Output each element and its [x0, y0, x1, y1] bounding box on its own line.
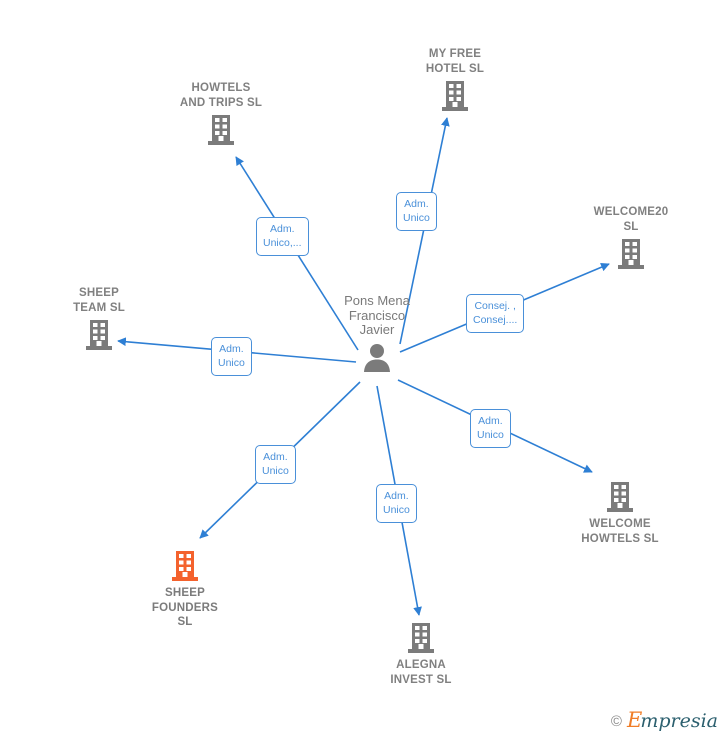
node-pons-mena-francisco-javier[interactable]: Pons Mena Francisco Javier	[302, 293, 452, 372]
edge-label-my-free-hotel[interactable]: Adm. Unico	[396, 192, 437, 231]
node-howtels-and-trips-sl[interactable]: HOWTELS AND TRIPS SL	[146, 81, 296, 146]
edge-label-alegna-invest[interactable]: Adm. Unico	[376, 484, 417, 523]
node-sheep-founders-sl[interactable]: SHEEP FOUNDERS SL	[110, 550, 260, 630]
node-sheep-team-sl[interactable]: SHEEP TEAM SL	[24, 286, 174, 351]
edge-line-my-free-hotel	[399, 117, 450, 345]
building-icon	[607, 482, 633, 512]
node-label-my-free-hotel-sl: MY FREE HOTEL SL	[425, 48, 485, 75]
node-label-pons-mena-francisco-javier: Pons Mena Francisco Javier	[344, 293, 410, 337]
edge-label-sheep-team[interactable]: Adm. Unico	[211, 337, 252, 376]
brand-rest: mpresia	[640, 710, 718, 732]
edge-label-sheep-founders[interactable]: Adm. Unico	[255, 445, 296, 484]
building-icon	[442, 81, 468, 111]
person-icon	[364, 343, 390, 372]
empresia-watermark: © Empresia	[611, 710, 718, 732]
node-label-sheep-team-sl: SHEEP TEAM SL	[73, 287, 125, 314]
building-icon	[172, 551, 198, 581]
building-icon	[618, 239, 644, 269]
edge-label-howtels-and-trips[interactable]: Adm. Unico,...	[256, 217, 309, 256]
node-label-welcome20-sl: WELCOME20 SL	[593, 206, 669, 233]
node-my-free-hotel-sl[interactable]: MY FREE HOTEL SL	[380, 47, 530, 112]
brand-initial: E	[626, 708, 643, 732]
brand-wordmark: Empresia	[627, 710, 718, 732]
node-label-sheep-founders-sl: SHEEP FOUNDERS SL	[151, 587, 219, 628]
edge-label-welcome-howtels[interactable]: Adm. Unico	[470, 409, 511, 448]
node-label-howtels-and-trips-sl: HOWTELS AND TRIPS SL	[179, 82, 263, 109]
building-icon	[408, 623, 434, 653]
node-label-welcome-howtels-sl: WELCOME HOWTELS SL	[581, 518, 659, 545]
edge-label-welcome20[interactable]: Consej. , Consej....	[466, 294, 525, 333]
copyright-icon: ©	[610, 712, 622, 730]
node-welcome-howtels-sl[interactable]: WELCOME HOWTELS SL	[545, 481, 695, 546]
node-welcome20-sl[interactable]: WELCOME20 SL	[556, 205, 706, 270]
node-label-alegna-invest-sl: ALEGNA INVEST SL	[390, 659, 452, 686]
node-alegna-invest-sl[interactable]: ALEGNA INVEST SL	[346, 622, 496, 687]
building-icon	[208, 115, 234, 145]
building-icon	[86, 320, 112, 350]
